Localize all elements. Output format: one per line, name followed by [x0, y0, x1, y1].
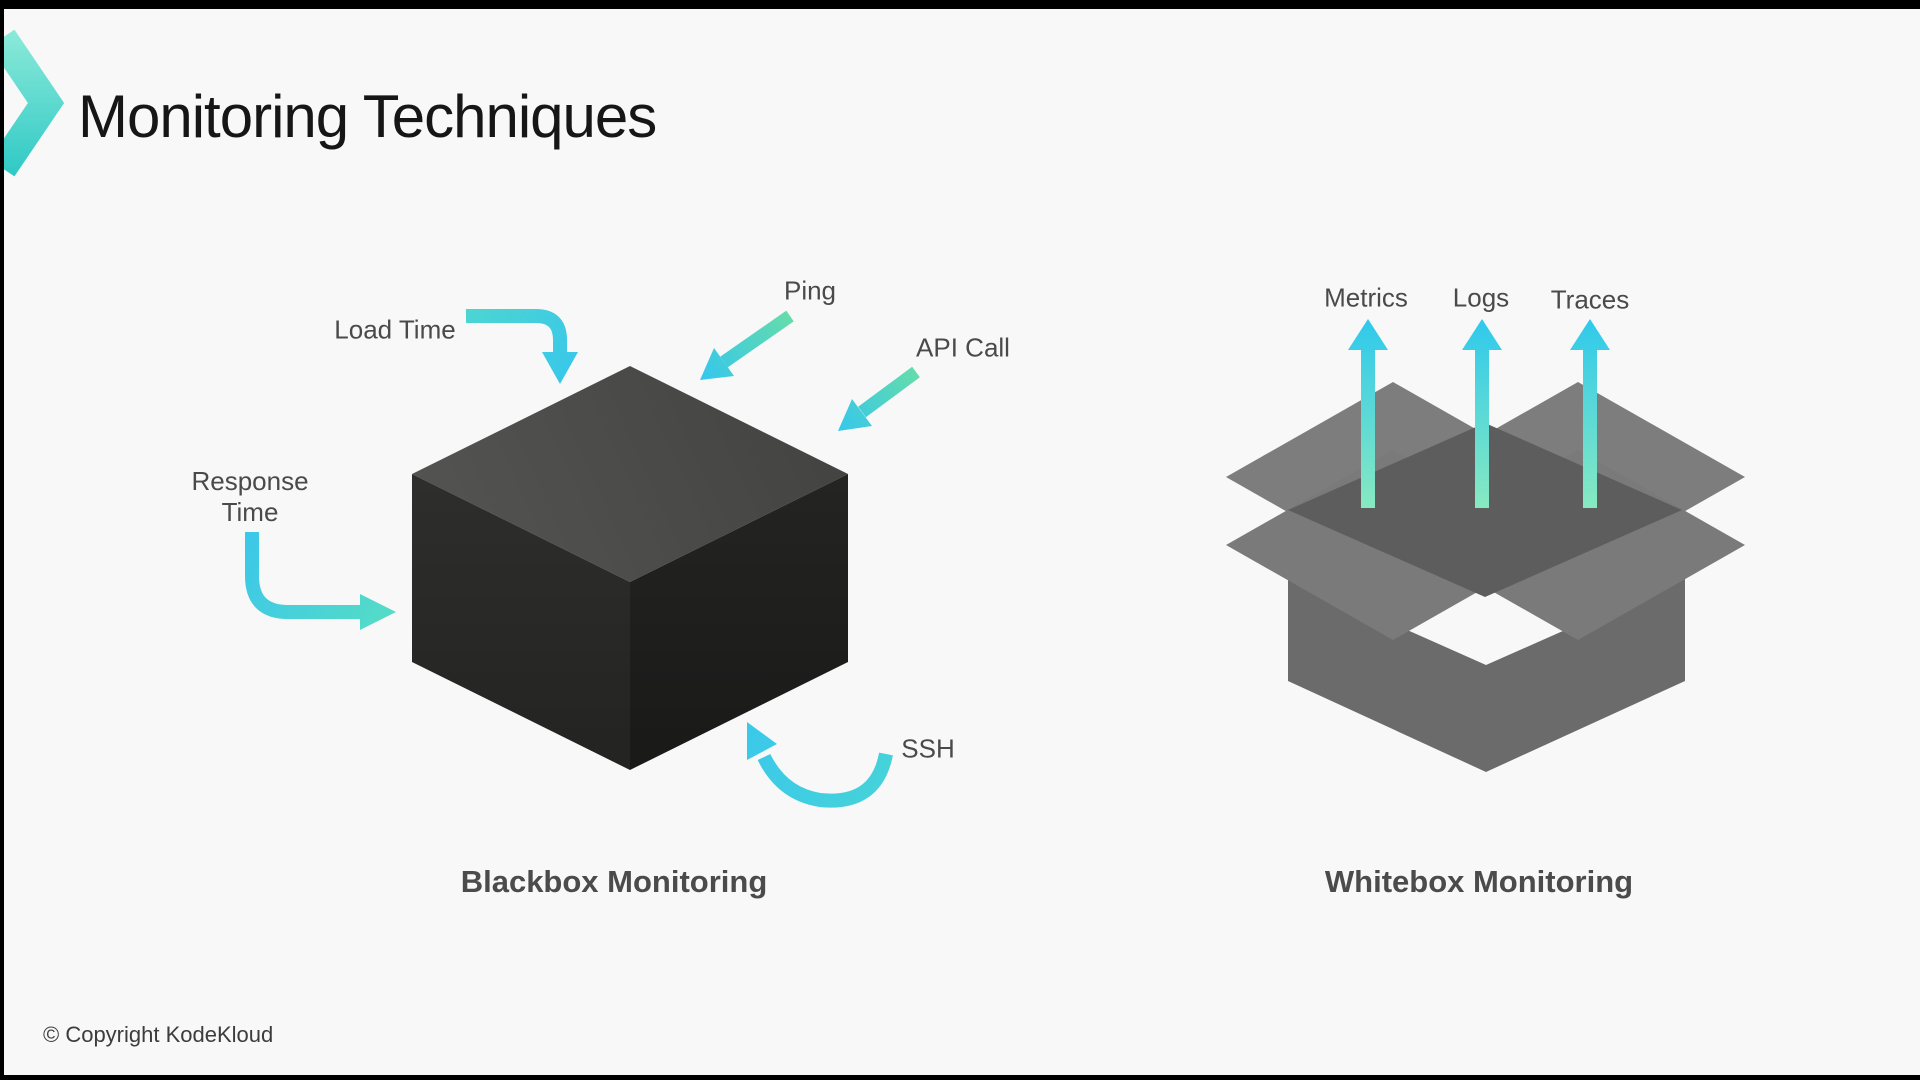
frame-edge-bottom — [0, 1075, 1920, 1080]
metrics-label: Metrics — [1324, 282, 1408, 313]
ssh-arrow-shaft — [757, 752, 893, 808]
response-time-arrow-head — [360, 594, 396, 630]
response-time-label-line2: Time — [221, 497, 279, 527]
blackbox-cube-left-face — [412, 474, 630, 770]
whitebox-caption: Whitebox Monitoring — [1324, 864, 1634, 899]
page-title: Monitoring Techniques — [78, 83, 657, 150]
response-time-arrow — [245, 532, 396, 630]
blackbox-cube-right-face — [630, 474, 848, 770]
response-time-arrow-shaft — [245, 532, 360, 619]
response-time-label-line1: Response — [191, 466, 309, 496]
ssh-label: SSH — [901, 733, 955, 764]
metrics-arrow — [1348, 319, 1388, 508]
frame-edge-top — [0, 0, 1920, 9]
ping-arrow-shaft — [720, 310, 794, 368]
load-time-label: Load Time — [334, 314, 456, 345]
load-time-arrow-shaft — [466, 309, 567, 354]
api-call-arrow-head — [838, 399, 872, 431]
traces-label: Traces — [1550, 284, 1630, 315]
logs-arrow-head — [1462, 319, 1502, 350]
ssh-arrow — [747, 722, 893, 808]
api-call-arrow — [838, 366, 920, 431]
copyright-text: © Copyright KodeKloud — [43, 1022, 274, 1047]
blackbox-cube — [412, 366, 848, 770]
logs-arrow-shaft — [1475, 345, 1489, 508]
frame-edge-left — [0, 0, 4, 1080]
load-time-arrow — [466, 309, 578, 384]
blackbox-arrows — [245, 309, 920, 808]
traces-arrow — [1570, 319, 1610, 508]
ping-arrow-head — [700, 348, 734, 380]
blackbox-caption: Blackbox Monitoring — [460, 864, 768, 899]
ping-arrow — [700, 310, 794, 380]
metrics-arrow-shaft — [1361, 345, 1375, 508]
metrics-arrow-head — [1348, 319, 1388, 350]
whitebox-arrows — [1348, 319, 1610, 508]
ssh-arrow-head — [747, 722, 777, 760]
kodekloud-chevron-icon — [0, 29, 65, 177]
api-call-arrow-shaft — [858, 366, 920, 418]
traces-arrow-head — [1570, 319, 1610, 350]
ping-label: Ping — [783, 275, 837, 306]
logs-arrow — [1462, 319, 1502, 508]
response-time-label: Response Time — [191, 466, 308, 528]
logs-label: Logs — [1452, 282, 1510, 313]
api-call-label: API Call — [916, 332, 1010, 363]
load-time-arrow-head — [542, 352, 578, 384]
traces-arrow-shaft — [1583, 345, 1597, 508]
